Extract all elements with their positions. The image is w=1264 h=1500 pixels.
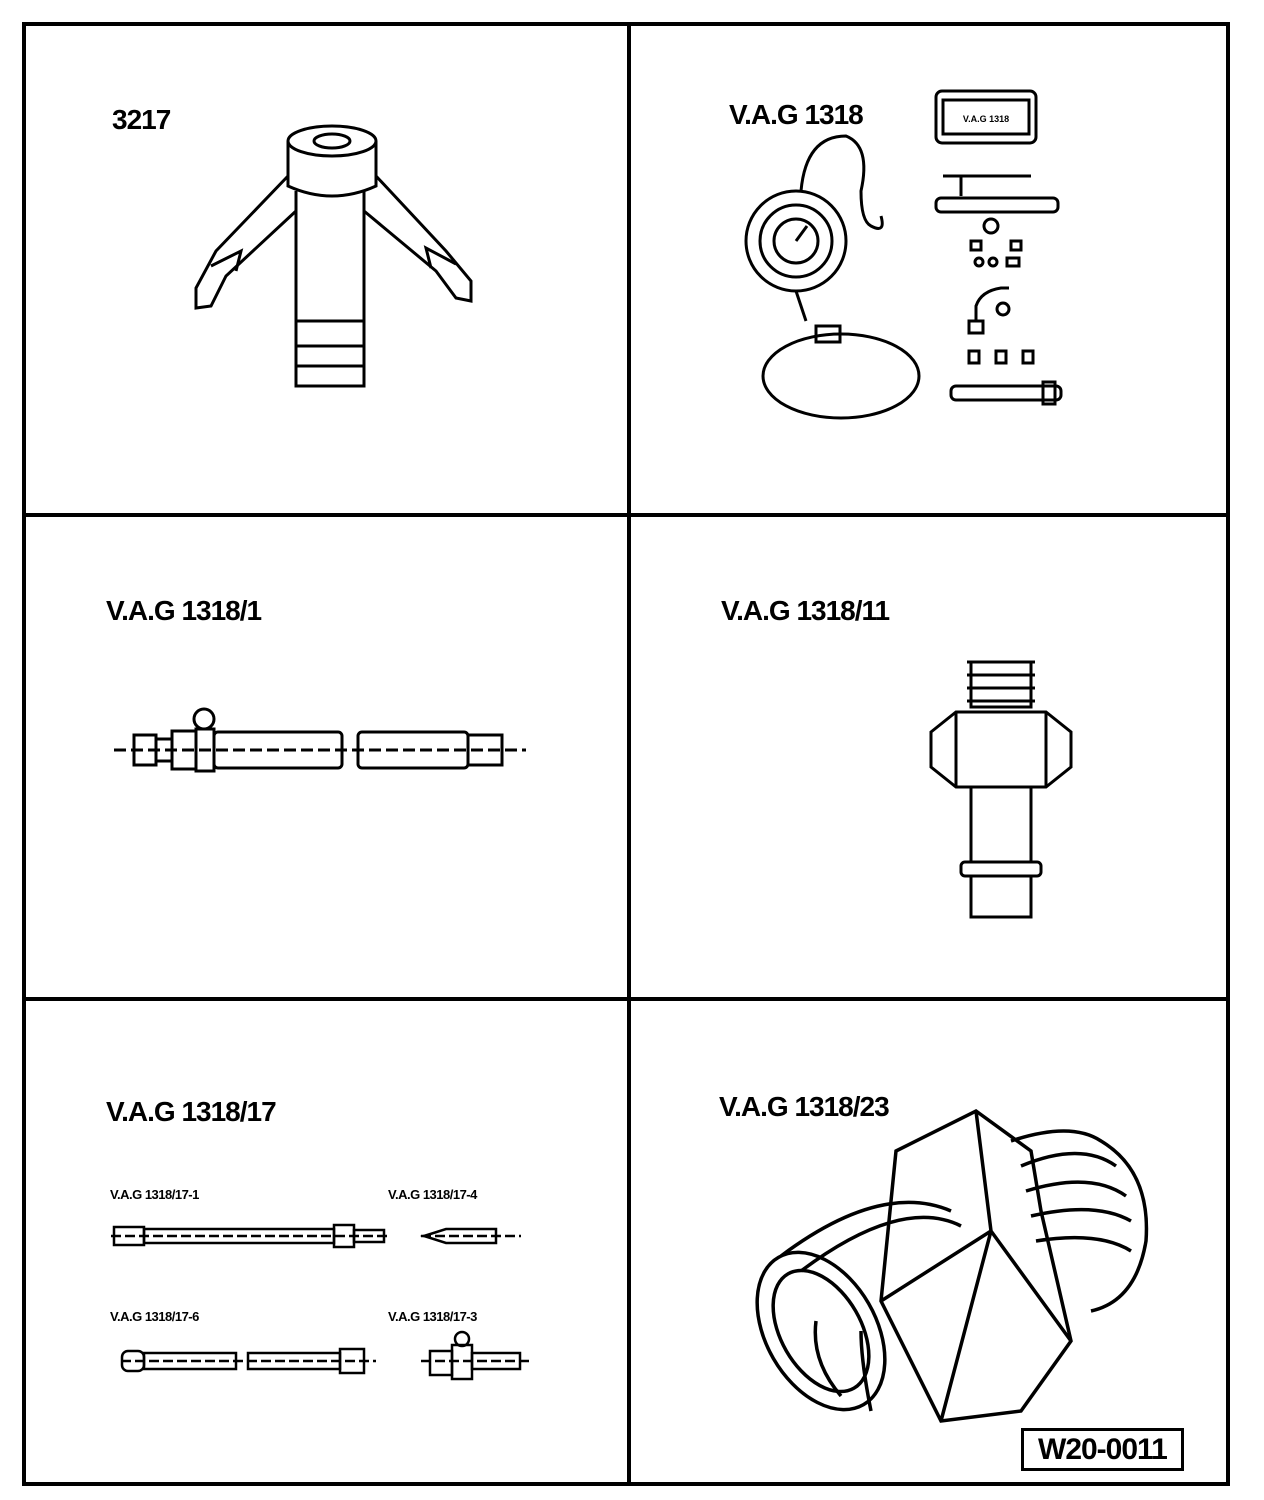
adapter-set-drawing: [111, 1223, 531, 1381]
pressure-tester-kit-drawing: V.A.G 1318: [744, 89, 1063, 420]
figure-reference: W20-0011: [1021, 1428, 1184, 1471]
part-label-17-6: V.A.G 1318/17-6: [110, 1309, 199, 1324]
tool-cell-vag-1318: V.A.G 1318: [631, 26, 1234, 513]
hose-adapter-drawing: [114, 707, 526, 773]
divider-vertical: [627, 26, 631, 1482]
spring-compressor-drawing: [194, 124, 473, 388]
tool-label: V.A.G 1318: [729, 99, 864, 130]
tool-label: 3217: [112, 104, 171, 135]
tool-label: V.A.G 1318/17: [106, 1096, 277, 1127]
tool-cell-vag-1318-11: V.A.G 1318/11: [631, 517, 1234, 997]
special-tools-sheet: 3217 V.A.G 1318: [22, 22, 1230, 1486]
double-threaded-adapter-drawing: [755, 1108, 1149, 1423]
tool-cell-3217: 3217: [26, 26, 627, 513]
tool-cell-vag-1318-17: V.A.G 1318/17 V.A.G 1318/17-1 V.A.G 1318…: [26, 1001, 627, 1486]
part-label-17-3: V.A.G 1318/17-3: [388, 1309, 477, 1324]
divider-horizontal-1: [26, 513, 1226, 517]
tool-label: V.A.G 1318/1: [106, 595, 262, 626]
case-label: V.A.G 1318: [963, 114, 1009, 124]
part-label-17-1: V.A.G 1318/17-1: [110, 1187, 199, 1202]
tool-label: V.A.G 1318/11: [721, 595, 890, 626]
tool-cell-vag-1318-23: V.A.G 1318/23 W20-0011: [631, 1001, 1234, 1486]
tool-cell-vag-1318-1: V.A.G 1318/1: [26, 517, 627, 997]
part-label-17-4: V.A.G 1318/17-4: [388, 1187, 477, 1202]
tool-label: V.A.G 1318/23: [719, 1091, 890, 1122]
divider-horizontal-2: [26, 997, 1226, 1001]
threaded-adapter-drawing: [929, 660, 1073, 919]
